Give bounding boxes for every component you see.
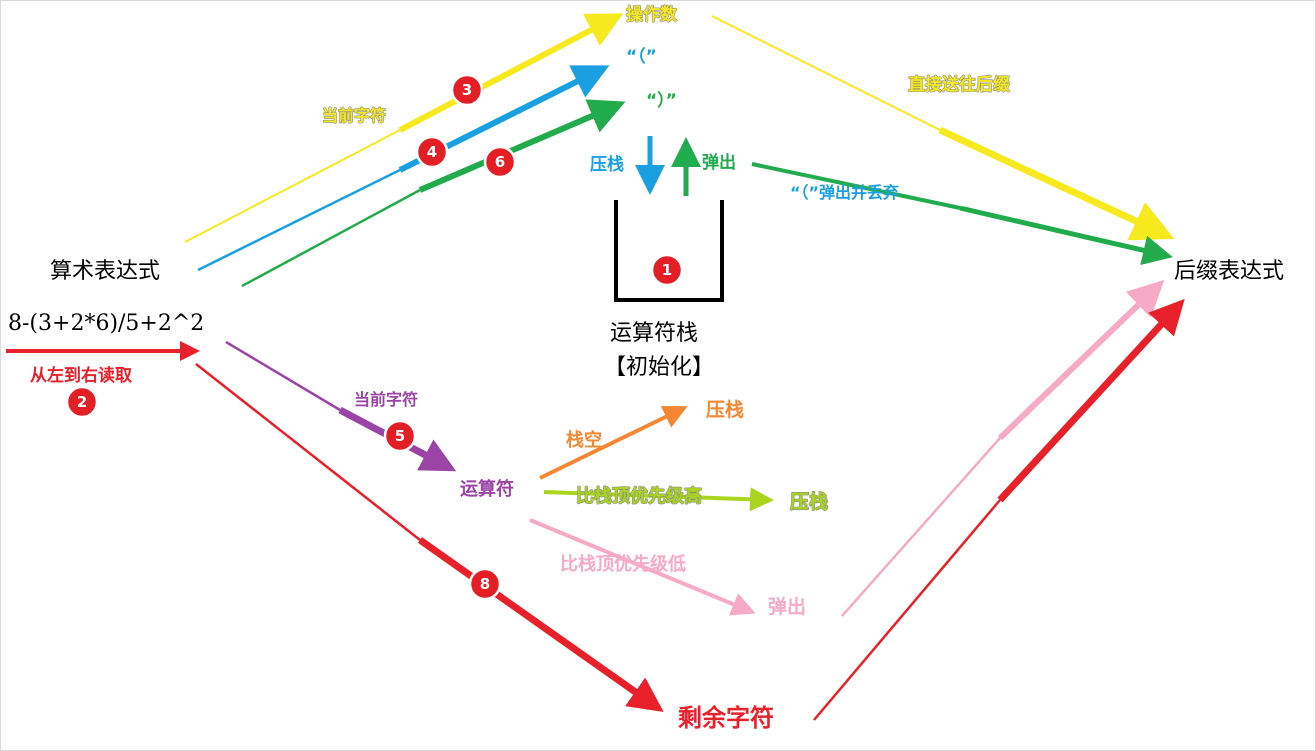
svg-text:2: 2 — [77, 393, 87, 411]
svg-text:4: 4 — [427, 143, 437, 161]
arrow-to-rparen — [241, 99, 626, 288]
step-badge-6: 6 — [483, 145, 517, 179]
arrow-to-lparen — [197, 65, 610, 272]
step-badge-4: 4 — [415, 135, 449, 169]
svg-text:8: 8 — [480, 575, 490, 593]
push-label-top: 压栈 — [590, 154, 624, 175]
lower-priority-label: 比栈顶优先级低 — [560, 553, 686, 575]
arrow-stack-empty — [539, 405, 688, 480]
arrow-lower-priority — [529, 518, 756, 616]
pop-pink-label: 弹出 — [768, 595, 806, 618]
step-badge-8: 8 — [468, 567, 502, 601]
read-label: 从左到右读取 — [30, 365, 132, 386]
stack-title: 运算符栈 — [610, 321, 698, 346]
postfix-label: 后缀表达式 — [1174, 259, 1284, 284]
arrow-higher-priority — [543, 487, 774, 512]
svg-text:5: 5 — [395, 427, 405, 445]
arrow-pop-to-postfix — [751, 162, 1173, 265]
step-badge-2: 2 — [65, 385, 99, 419]
arrow-to-operand — [184, 13, 624, 243]
stack-init: 【初始化】 — [604, 355, 714, 380]
arith-expression-label: 算术表达式 — [50, 259, 160, 284]
operand-label: 操作数 — [626, 4, 678, 25]
step-badge-5: 5 — [383, 419, 417, 453]
remaining-chars-label: 剩余字符 — [678, 704, 774, 732]
svg-text:3: 3 — [462, 81, 472, 99]
current-char-label-mid: 当前字符 — [354, 390, 418, 409]
lparen-discard-label: “（”弹出并丢弃 — [790, 183, 899, 202]
svg-text:6: 6 — [495, 153, 505, 171]
operator-label: 运算符 — [460, 478, 514, 500]
step-badge-1: 1 — [650, 253, 684, 287]
lparen-label: “（” — [626, 46, 657, 67]
arrow-pink-to-postfix — [841, 279, 1165, 617]
rparen-label: “）” — [646, 90, 677, 111]
higher-priority-label: 比栈顶优先级高 — [576, 485, 702, 507]
arrow-operand-to-postfix — [711, 15, 1175, 241]
pop-label-top: 弹出 — [702, 152, 736, 173]
stack-empty-label: 栈空 — [566, 429, 602, 451]
arrow-to-remaining — [195, 363, 664, 713]
arrow-remaining-to-postfix — [813, 298, 1185, 721]
direct-send-label: 直接送往后缀 — [908, 74, 1011, 95]
step-badge-3: 3 — [450, 73, 484, 107]
push-lime-label: 压栈 — [790, 490, 828, 513]
push-orange-label: 压栈 — [706, 398, 744, 421]
expression-text: 8-(3+2*6)/5+2^2 — [8, 311, 204, 336]
operator-stack-box — [614, 200, 724, 302]
svg-text:1: 1 — [662, 261, 672, 279]
current-char-label-top: 当前字符 — [322, 106, 386, 125]
